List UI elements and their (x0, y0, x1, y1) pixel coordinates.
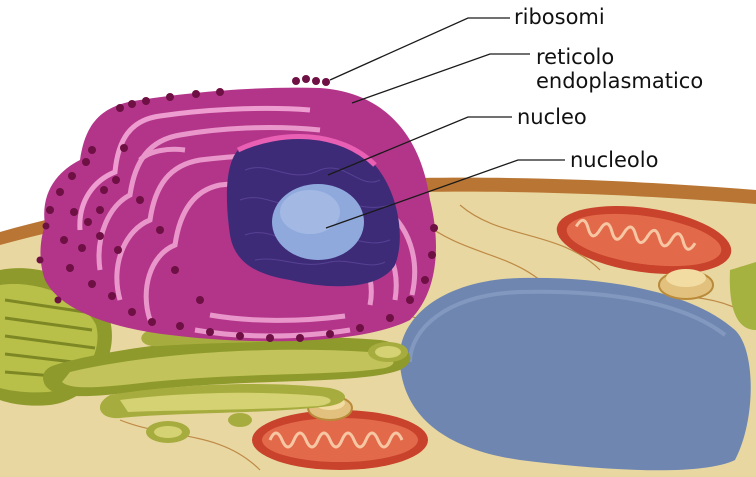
label-ribosomi: ribosomi (514, 5, 605, 29)
leader-ribosomi (329, 17, 510, 81)
vesicle-right (658, 269, 714, 300)
chloroplast-right (729, 262, 756, 330)
leader-reticolo (351, 53, 530, 104)
mitochondrion-bottom (252, 410, 428, 470)
leader-lines (325, 17, 565, 229)
label-reticolo-endoplasmatico: reticolo endoplasmatico (536, 45, 703, 93)
label-reticolo-line2: endoplasmatico (536, 69, 704, 93)
label-nucleolo: nucleolo (570, 148, 659, 172)
label-reticolo-line1: reticolo (536, 45, 615, 69)
leader-nucleolo (325, 159, 565, 229)
ribosomes (36, 75, 438, 342)
leader-nucleo (327, 116, 512, 176)
endoplasmic-reticulum (40, 87, 436, 342)
vacuole (399, 277, 751, 471)
mitochondrion-right (556, 206, 732, 274)
label-nucleo: nucleo (517, 105, 587, 129)
